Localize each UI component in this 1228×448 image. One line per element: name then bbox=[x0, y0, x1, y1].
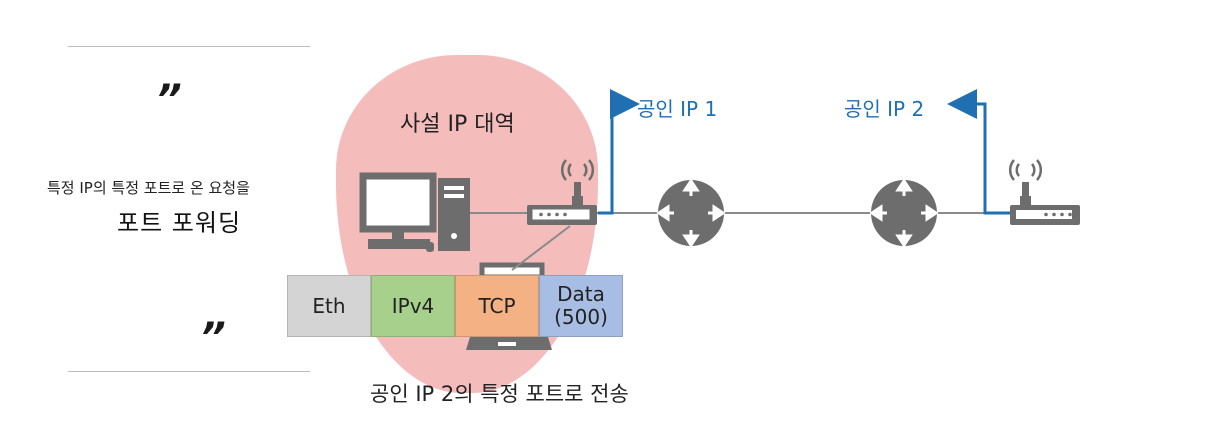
page-title: 포트 포워딩 bbox=[117, 209, 242, 237]
open-quote: ” bbox=[156, 77, 182, 123]
packet-tcp: TCP bbox=[455, 275, 539, 337]
close-quote: ” bbox=[200, 315, 226, 361]
public-ip-1-label: 공인 IP 1 bbox=[637, 97, 718, 121]
caption: 공인 IP 2의 특정 포트로 전송 bbox=[370, 382, 629, 406]
laptop-link bbox=[511, 225, 571, 271]
remote-router-icon bbox=[1009, 159, 1080, 225]
packet: Eth IPv4 TCP Data (500) bbox=[287, 275, 623, 337]
top-divider bbox=[68, 46, 310, 47]
home-router-icon bbox=[527, 159, 597, 225]
public-ip-2-arrow bbox=[947, 89, 1012, 215]
private-range-label: 사설 IP 대역 bbox=[400, 112, 515, 137]
internet-router-2-icon bbox=[869, 178, 939, 248]
public-ip-1-arrow bbox=[598, 89, 640, 215]
bottom-divider bbox=[68, 371, 310, 372]
desktop-computer-icon bbox=[359, 172, 470, 252]
subtitle: 특정 IP의 특정 포트로 온 요청을 bbox=[47, 179, 250, 197]
public-ip-2-label: 공인 IP 2 bbox=[844, 97, 925, 121]
packet-eth: Eth bbox=[287, 275, 371, 337]
internet-router-1-icon bbox=[656, 178, 726, 248]
packet-ipv4: IPv4 bbox=[371, 275, 455, 337]
packet-data: Data (500) bbox=[539, 275, 623, 337]
